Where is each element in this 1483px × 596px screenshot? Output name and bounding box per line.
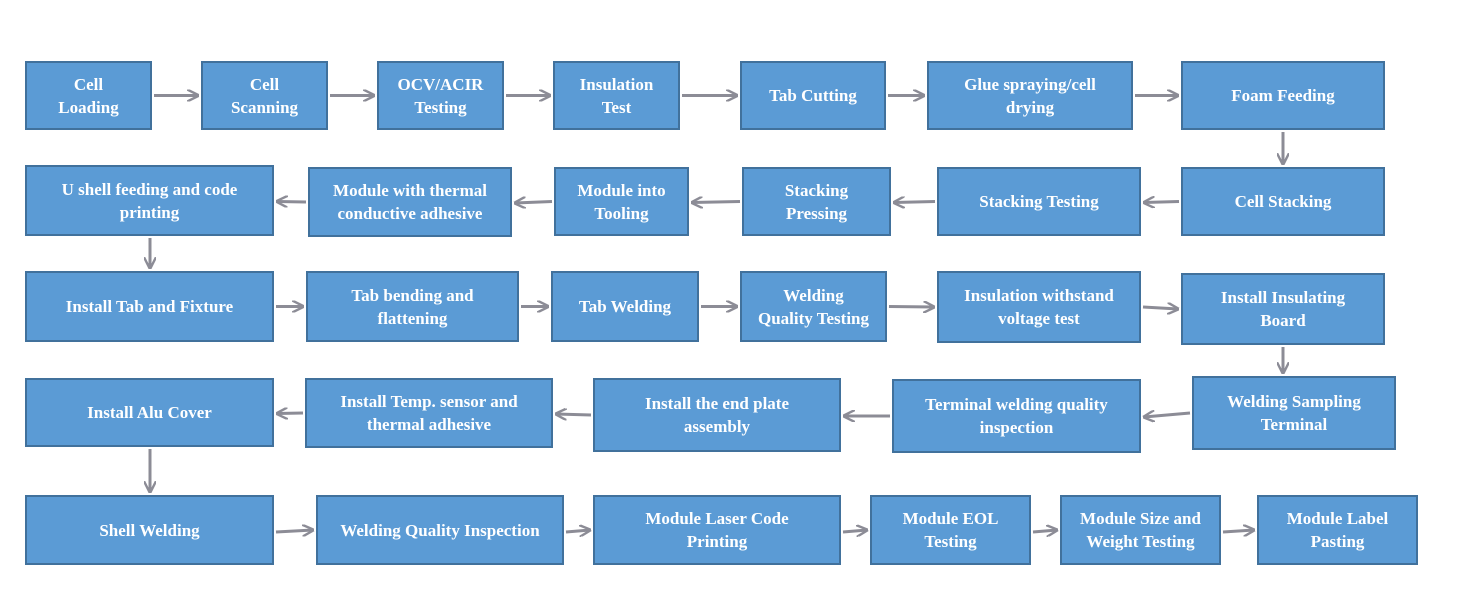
step-stacking-testing: Stacking Testing [937,167,1141,236]
arrow-welding-quality-testing-to-insulation-withstand-voltage-test [888,307,934,308]
step-module-eol-testing: Module EOL Testing [870,495,1031,565]
step-welding-quality-inspection: Welding Quality Inspection [316,495,564,565]
arrow-welding-quality-inspection-to-module-laser-code-printing [565,530,590,532]
step-module-laser-code-printing: Module Laser Code Printing [593,495,841,565]
step-module-into-tooling: Module into Tooling [554,167,689,236]
arrow-stacking-pressing-to-module-into-tooling [692,202,741,203]
step-stacking-pressing: Stacking Pressing [742,167,891,236]
step-tab-welding: Tab Welding [551,271,699,342]
step-insulation-withstand-voltage-test: Insulation withstand voltage test [937,271,1141,343]
step-welding-quality-testing: Welding Quality Testing [740,271,887,342]
step-install-alu-cover: Install Alu Cover [25,378,274,447]
arrow-insulation-withstand-voltage-test-to-install-insulating-board [1142,307,1178,309]
step-module-with-thermal-conductive-adhesive: Module with thermal conductive adhesive [308,167,512,237]
arrow-module-size-and-weight-testing-to-module-label-pasting [1222,530,1254,532]
step-cell-scanning: Cell Scanning [201,61,328,130]
arrow-module-laser-code-printing-to-module-eol-testing [842,530,867,532]
step-cell-loading: Cell Loading [25,61,152,130]
arrow-cell-stacking-to-stacking-testing [1144,202,1180,203]
step-module-size-and-weight-testing: Module Size and Weight Testing [1060,495,1221,565]
arrow-module-into-tooling-to-module-with-thermal-conductive-adhesive [515,202,553,204]
step-module-label-pasting: Module Label Pasting [1257,495,1418,565]
arrow-stacking-testing-to-stacking-pressing [894,202,936,203]
step-tab-bending-and-flattening: Tab bending and flattening [306,271,519,342]
arrow-install-temp-sensor-and-thermal-adhesive-to-install-alu-cover [277,413,304,414]
step-tab-cutting: Tab Cutting [740,61,886,130]
step-insulation-test: Insulation Test [553,61,680,130]
step-welding-sampling-terminal: Welding Sampling Terminal [1192,376,1396,450]
step-shell-welding: Shell Welding [25,495,274,565]
arrow-welding-sampling-terminal-to-terminal-welding-quality-inspection [1144,413,1191,417]
arrow-module-with-thermal-conductive-adhesive-to-u-shell-feeding-and-code-printing [277,202,307,203]
step-install-temp-sensor-and-thermal-adhesive: Install Temp. sensor and thermal adhesiv… [305,378,553,448]
arrow-install-the-end-plate-assembly-to-install-temp-sensor-and-thermal-adhesive [556,414,592,415]
step-ocv-acir-testing: OCV/ACIR Testing [377,61,504,130]
step-glue-spraying-cell-drying: Glue spraying/cell drying [927,61,1133,130]
step-install-insulating-board: Install Insulating Board [1181,273,1385,345]
step-install-tab-and-fixture: Install Tab and Fixture [25,271,274,342]
step-install-the-end-plate-assembly: Install the end plate assembly [593,378,841,452]
step-terminal-welding-quality-inspection: Terminal welding quality inspection [892,379,1141,453]
step-u-shell-feeding-and-code-printing: U shell feeding and code printing [25,165,274,236]
arrow-shell-welding-to-welding-quality-inspection [275,530,313,532]
step-foam-feeding: Foam Feeding [1181,61,1385,130]
arrow-module-eol-testing-to-module-size-and-weight-testing [1032,530,1057,532]
step-cell-stacking: Cell Stacking [1181,167,1385,236]
